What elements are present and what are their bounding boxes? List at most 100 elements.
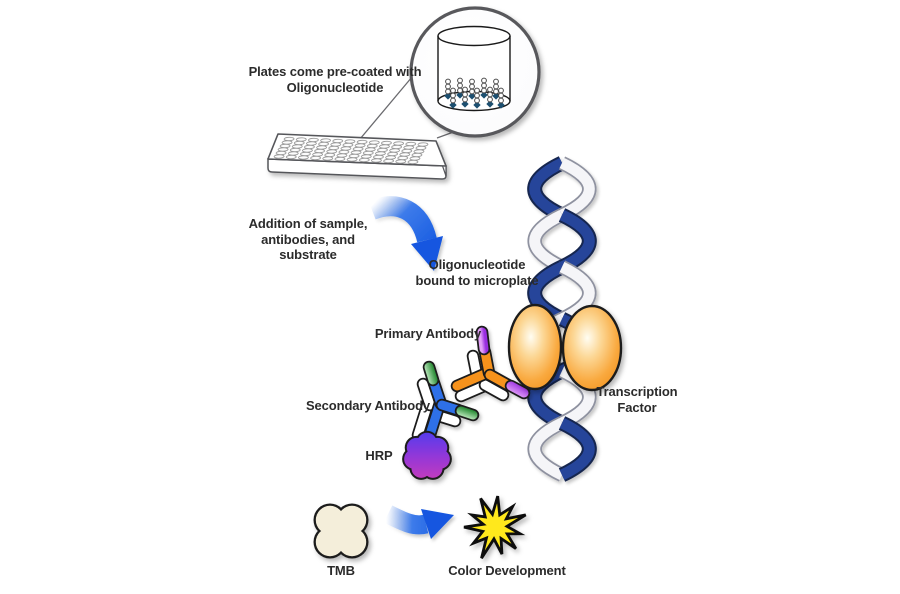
plate-well [387, 152, 399, 156]
plate-well [417, 143, 429, 147]
plate-well [324, 153, 336, 157]
plate-well [273, 155, 285, 159]
plate-well [334, 157, 346, 161]
secondary-tip-1 [429, 367, 433, 380]
plate-well [293, 141, 305, 145]
magnified-well-icon [411, 8, 539, 136]
color-burst-icon [464, 496, 526, 558]
plate-well [368, 141, 380, 145]
plate-well [285, 155, 297, 159]
plate-well [318, 142, 330, 146]
plate-well [389, 149, 401, 153]
plate-well [354, 144, 366, 148]
plate-well [409, 157, 421, 161]
hrp-icon [402, 431, 452, 480]
plate-well [336, 154, 348, 158]
plate-well [275, 151, 287, 155]
plate-well [405, 142, 417, 146]
plate-well [342, 143, 354, 147]
plate-well [279, 144, 291, 148]
development-arrow-icon [388, 509, 454, 539]
plate-well [397, 156, 409, 160]
plate-precoated-label: Plates come pre-coated with Oligonucleot… [249, 64, 422, 95]
plate-well [332, 139, 344, 143]
plate-well [320, 139, 332, 143]
color-development-label: Color Development [448, 563, 565, 579]
plate-well [371, 159, 383, 163]
plate-well [338, 150, 350, 154]
plate-well [289, 148, 301, 152]
secondary-antibody-label: Secondary Antibody [306, 398, 430, 414]
plate-well [300, 152, 312, 156]
plate-well [287, 152, 299, 156]
plate-well [348, 154, 360, 158]
plate-well [413, 150, 425, 154]
cylinder-top [438, 27, 510, 46]
plate-well [401, 149, 413, 153]
plate-well [379, 145, 391, 149]
plate-well [362, 151, 374, 155]
plate-well [344, 140, 356, 144]
plate-well [340, 147, 352, 151]
addition-label: Addition of sample, antibodies, and subs… [249, 216, 368, 263]
plate-well [360, 155, 372, 159]
plate-well [350, 151, 362, 155]
plate-well [295, 138, 307, 142]
plate-well [356, 140, 368, 144]
plate-well [302, 149, 314, 153]
plate-well [364, 148, 376, 152]
plate-well [298, 156, 310, 160]
plate-well [306, 142, 318, 146]
tmb-icon [314, 504, 369, 559]
plate-well [352, 147, 364, 151]
plate-well [377, 148, 389, 152]
plate-well [310, 156, 322, 160]
secondary-tip-2 [461, 411, 473, 415]
plate-well [281, 141, 293, 145]
hrp-label: HRP [365, 448, 392, 464]
primary-antibody-label: Primary Antibody [375, 326, 481, 342]
plate-well [381, 141, 393, 145]
plate-well [399, 153, 411, 157]
plate-well [283, 137, 295, 141]
tmb-label: TMB [327, 563, 355, 579]
plate-well [312, 153, 324, 157]
tf-left-lobe [509, 305, 561, 389]
plate-well [375, 152, 387, 156]
plate-well [346, 158, 358, 162]
plate-well [291, 145, 303, 149]
transcription-factor-label: Transcription Factor [596, 384, 677, 415]
plate-well [393, 142, 405, 146]
plate-well [308, 138, 320, 142]
primary-tip-2 [511, 386, 524, 393]
plate-well [403, 146, 415, 150]
plate-well [395, 160, 407, 164]
starburst-shape [464, 496, 526, 558]
plate-well [391, 145, 403, 149]
plate-well [277, 148, 289, 152]
plate-well [304, 145, 316, 149]
oligo-bound-label: Oligonucleotide bound to microplate [415, 257, 538, 288]
plate-well [330, 143, 342, 147]
well-cylinder [438, 27, 510, 111]
plate-well [322, 157, 334, 161]
plate-well [326, 150, 338, 154]
plate-well [366, 144, 378, 148]
plate-well [407, 160, 419, 164]
arrow-shaft [388, 514, 426, 525]
microplate-icon [268, 134, 446, 179]
plate-well [411, 153, 423, 157]
plate-well [385, 156, 397, 160]
tf-right-lobe [563, 306, 621, 390]
plate-well [316, 146, 328, 150]
primary-tip-1 [482, 332, 484, 349]
plate-well [415, 146, 427, 150]
plate-well [328, 146, 340, 150]
plate-well [314, 149, 326, 153]
plate-well [358, 158, 370, 162]
arrow-shaft [372, 206, 427, 240]
plate-well [383, 159, 395, 163]
plate-well [373, 155, 385, 159]
